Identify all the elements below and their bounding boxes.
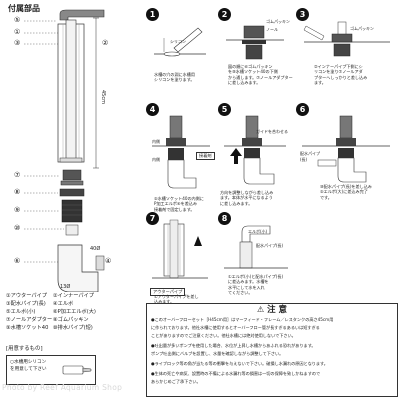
watermark: Photo by Reef Aquarium Shop: [2, 383, 123, 392]
step-8-caption: ①エルボ(小)と配水パイプ(長)に差込みます。水槽を水平にして水を入れてください…: [228, 274, 284, 296]
callout-4: ④: [105, 257, 112, 265]
step-5-tag: ガイドを合わせる: [256, 129, 288, 134]
callout-3: ③: [14, 39, 21, 47]
caution-title: ⚠ 注 意: [256, 305, 288, 315]
step-5-illustration: [224, 115, 286, 185]
parts-row: ③配水パイプ(長)④エルボ: [6, 301, 74, 307]
caution-line: に作られております。他社水槽に使用するとオーバーフロー管が長すぎるあるいは短すぎ…: [151, 325, 320, 330]
callout-2: ②: [102, 39, 109, 47]
silicone-tube-icon: [62, 365, 92, 375]
caution-line: ●このオーバーフローセット［H45cm用］はマーフィード・フレーム／レスタンクの…: [151, 317, 334, 322]
callout-6: ⑥: [14, 257, 21, 265]
step-1-caption: 水槽の穴の淵に水槽用シリコンを塗ります。: [154, 72, 195, 83]
caution-line: ●ライブロック等の角が当たる等の衝撃を与えないで下さい。破損し水漏れの原因となり…: [151, 361, 328, 366]
step-2-illustration: [226, 25, 284, 60]
step-3-caption: ②インナーパイプ下側にシリコンを塗り⑦ノールアダプターへしっかりと差し込みます。: [314, 64, 368, 86]
prep-label: [用意するもの]: [6, 346, 43, 352]
step-8-tag: エルボ(小): [248, 229, 268, 234]
step-1-number: 1: [146, 8, 159, 21]
step-8-tag: 配水パイプ(長): [256, 243, 284, 248]
step-4-tag: 内側: [152, 157, 160, 162]
step-2-tag: ゴムパッキン: [266, 19, 290, 24]
callout-9: ⑨: [14, 206, 21, 214]
step-6-tag: (長): [300, 157, 308, 162]
step-3-illustration: [303, 21, 390, 57]
step-2-tag: ノール: [266, 27, 278, 32]
step-8-illustration: [224, 225, 288, 269]
height-dimension: 45cm: [100, 90, 106, 104]
caution-line: ことがありますのでご注意ください。他社水槽には絶対使用しないで下さい。: [151, 333, 296, 338]
step-3-tag: ゴムパッキン: [350, 26, 374, 31]
prep-item: を用意して下さい: [10, 367, 47, 372]
step-7-illustration: [152, 219, 208, 279]
step-6-tag: 配水パイプ: [300, 151, 320, 156]
step-5-number: 5: [218, 103, 231, 116]
step-2-number: 2: [218, 8, 231, 21]
step-1-illustration: [154, 27, 206, 57]
step-7-number: 7: [146, 212, 159, 225]
callout-8: ⑧: [14, 188, 21, 196]
step-3-number: 3: [296, 8, 309, 21]
prep-item: ○水槽用シリコン: [10, 360, 47, 365]
callout-10: ⑩: [14, 224, 21, 232]
caution-line: ●吐出量が多いポンプを使用した場合、水位が上昇し水槽からあふれる恐れがあります。: [151, 343, 316, 348]
step-5-caption: 方向を調整しながら差し込みます。本体が水平になるように差し込みます。: [220, 190, 274, 206]
parts-diagram: [24, 9, 105, 292]
step-4-illustration: [152, 115, 210, 189]
caution-line: あらかじめご了承下さい。: [151, 379, 201, 384]
prep-box: ○水槽用シリコン を用意して下さい: [6, 355, 96, 385]
step-4-number: 4: [146, 103, 159, 116]
callout-5: ⑤: [14, 16, 21, 24]
step-7-caption: ①アウターパイプを差し込みます。: [154, 294, 199, 305]
parts-title: 付属部品: [8, 4, 40, 13]
callout-7: ⑦: [14, 171, 21, 179]
diameter-13: 13Ø: [60, 284, 71, 290]
step-4-tag: 内側: [152, 139, 160, 144]
step-6-illustration: [302, 115, 390, 183]
parts-row: ⑤エルボ(小)⑥P加工エルボ(大): [6, 309, 96, 315]
step-8-number: 8: [218, 212, 231, 225]
callout-1: ①: [14, 28, 21, 36]
step-4-tag: 接着剤: [196, 152, 215, 161]
caution-box: ⚠ 注 意 ●このオーバーフローセット［H45cm用］はマーフィード・フレーム／…: [146, 303, 398, 397]
caution-line: ポンプ吐出側にバルブを設置し、水量を確認しながら調整して下さい。: [151, 351, 284, 356]
warning-icon: ⚠: [256, 305, 265, 314]
step-7-tag: アウターパイプ: [150, 288, 186, 297]
diameter-40: 40Ø: [90, 246, 101, 252]
step-2-caption: 図の順に⑥ゴムパッキンを⑨水槽ソケット40の下側から通します。⑦ノールアダプター…: [228, 64, 293, 86]
step-1-tag: シリコン: [170, 39, 186, 44]
step-6-number: 6: [296, 103, 309, 116]
caution-line: ●生体の死亡や病気、設置時の不備による水漏れ等の損害は一切の保障を致しかねますの…: [151, 371, 321, 376]
